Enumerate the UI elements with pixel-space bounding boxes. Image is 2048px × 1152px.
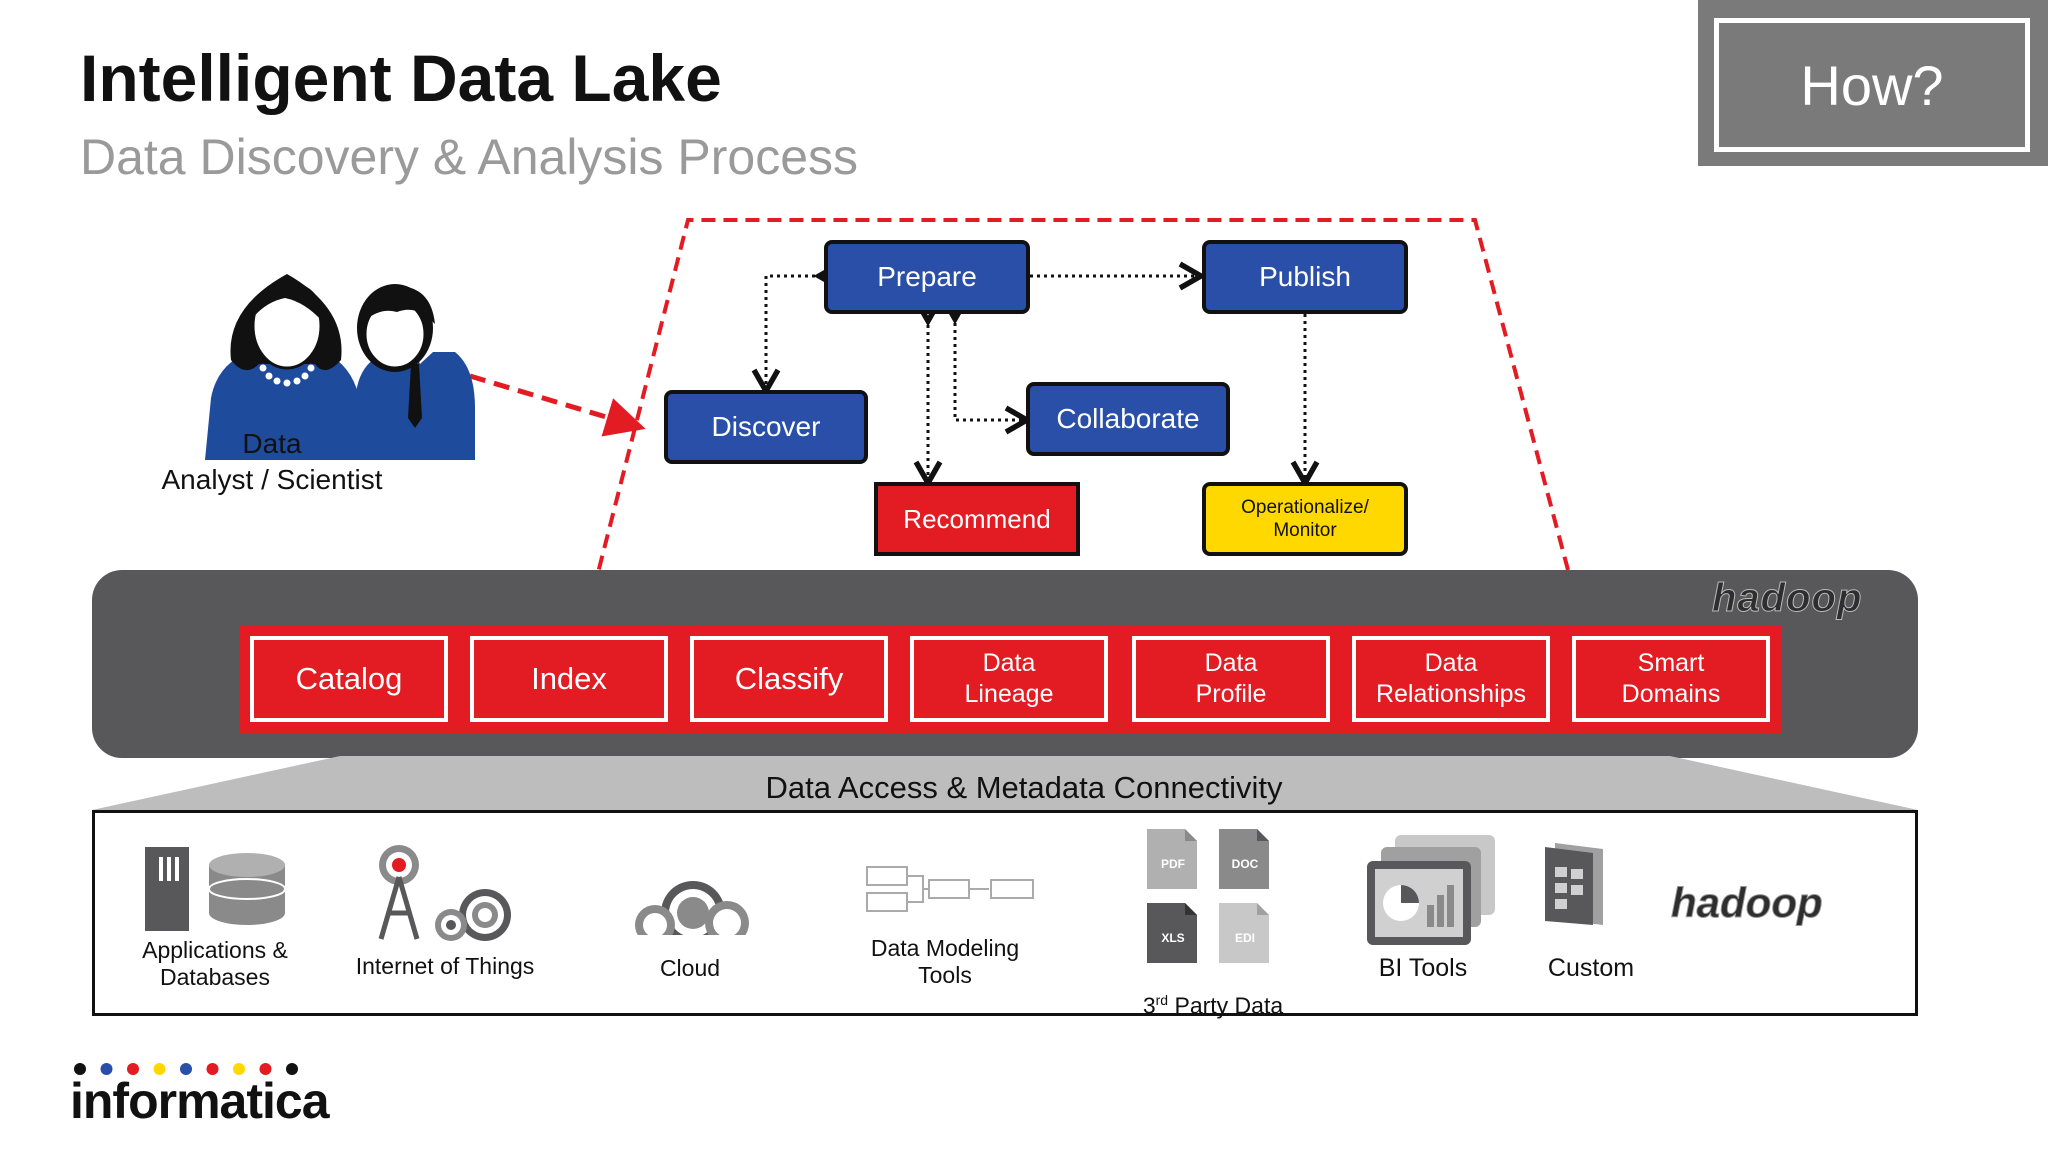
capability-data-relationships[interactable]: Data Relationships	[1352, 636, 1550, 722]
data-modeling-tools-line1: Data Modeling	[870, 935, 1020, 961]
logo-dot	[74, 1063, 86, 1075]
third-party-data-label: 3rd Party Data	[1113, 987, 1313, 1020]
page-title: Intelligent Data Lake	[80, 41, 722, 115]
third-party-prefix: 3	[1142, 992, 1156, 1019]
prepare-discover-connector	[751, 261, 842, 397]
capability-data-lineage-line2: Lineage	[964, 680, 1054, 708]
bi-tools-icon	[1367, 835, 1495, 945]
capability-data-lineage[interactable]: Data Lineage	[910, 636, 1108, 722]
capability-index-label: Index	[531, 661, 607, 696]
connectivity-funnel	[92, 756, 1918, 810]
prepare-step[interactable]: Prepare	[824, 240, 1030, 314]
informatica-logo-dots	[74, 1063, 298, 1075]
doc-type-edi: EDI	[1234, 931, 1255, 945]
applications-databases-line2: Databases	[160, 964, 270, 990]
doc-type-xls: XLS	[1161, 931, 1185, 945]
logo-dot	[259, 1063, 272, 1075]
analyst-scientist-icon	[205, 274, 475, 460]
capability-catalog-label: Catalog	[295, 661, 403, 696]
third-party-sup: rd	[1155, 992, 1169, 1008]
bi-tools-label: BI Tools	[1378, 954, 1468, 982]
analyst-to-process-arrow	[469, 373, 646, 437]
prepare-collaborate-connector	[940, 296, 1033, 435]
capability-data-relationships-line1: Data	[1424, 649, 1478, 677]
custom-source-icon	[1545, 843, 1603, 925]
custom-source-label: Custom	[1547, 954, 1635, 982]
logo-dot	[127, 1063, 139, 1075]
capability-data-profile-line1: Data	[1204, 649, 1258, 677]
applications-databases-line1: Applications &	[142, 937, 288, 963]
capability-index[interactable]: Index	[470, 636, 668, 722]
logo-dot	[233, 1063, 245, 1075]
data-modeling-tools-icon	[866, 866, 1034, 912]
third-party-data-icon	[1147, 829, 1269, 963]
connectivity-label: Data Access & Metadata Connectivity	[765, 770, 1283, 805]
informatica-logo: informatica	[70, 1073, 330, 1129]
applications-databases-icon	[145, 847, 285, 931]
operationalize-label-line1: Operationalize/	[1241, 497, 1369, 518]
analyst-label-line2: Analyst / Scientist	[161, 464, 383, 495]
capability-smart-domains-line1: Smart	[1637, 649, 1705, 677]
hadoop-source-logo: hadoop	[1671, 879, 1824, 927]
doc-type-doc: DOC	[1231, 857, 1259, 871]
internet-of-things-icon	[378, 845, 511, 941]
capability-data-profile-line2: Profile	[1195, 680, 1267, 708]
doc-type-pdf: PDF	[1161, 857, 1185, 871]
page-subtitle: Data Discovery & Analysis Process	[80, 129, 859, 185]
capability-data-relationships-line2: Relationships	[1375, 680, 1527, 708]
cloud-icon	[625, 881, 755, 945]
capability-catalog[interactable]: Catalog	[250, 636, 448, 722]
discover-step[interactable]: Discover	[664, 390, 868, 464]
hadoop-logo-top: hadoop	[1711, 576, 1863, 621]
operationalize-label-line2: Monitor	[1273, 520, 1337, 541]
capability-data-profile[interactable]: Data Profile	[1132, 636, 1330, 722]
operationalize-monitor-step[interactable]: Operationalize/ Monitor	[1202, 482, 1408, 556]
cloud-label: Cloud	[659, 955, 721, 981]
capability-smart-domains[interactable]: Smart Domains	[1572, 636, 1770, 722]
how-label: How?	[1714, 18, 2030, 152]
logo-dot	[180, 1063, 192, 1075]
how-badge: How?	[1698, 0, 2048, 166]
logo-dot	[286, 1063, 298, 1075]
internet-of-things-label: Internet of Things	[355, 953, 535, 979]
data-modeling-tools-line2: Tools	[918, 962, 972, 988]
collaborate-step[interactable]: Collaborate	[1026, 382, 1230, 456]
capability-classify[interactable]: Classify	[690, 636, 888, 722]
logo-dot	[153, 1063, 166, 1075]
capability-smart-domains-line2: Domains	[1621, 680, 1721, 708]
recommend-step[interactable]: Recommend	[874, 482, 1080, 556]
data-sources-panel: Applications & Databases Internet of Thi…	[92, 810, 1918, 1019]
third-party-suffix: Party Data	[1168, 992, 1284, 1019]
capability-data-lineage-line1: Data	[982, 649, 1036, 677]
logo-dot	[206, 1063, 219, 1075]
analyst-label-line1: Data	[242, 428, 302, 459]
capability-classify-label: Classify	[734, 661, 844, 696]
logo-dot	[100, 1063, 113, 1075]
publish-step[interactable]: Publish	[1202, 240, 1408, 314]
